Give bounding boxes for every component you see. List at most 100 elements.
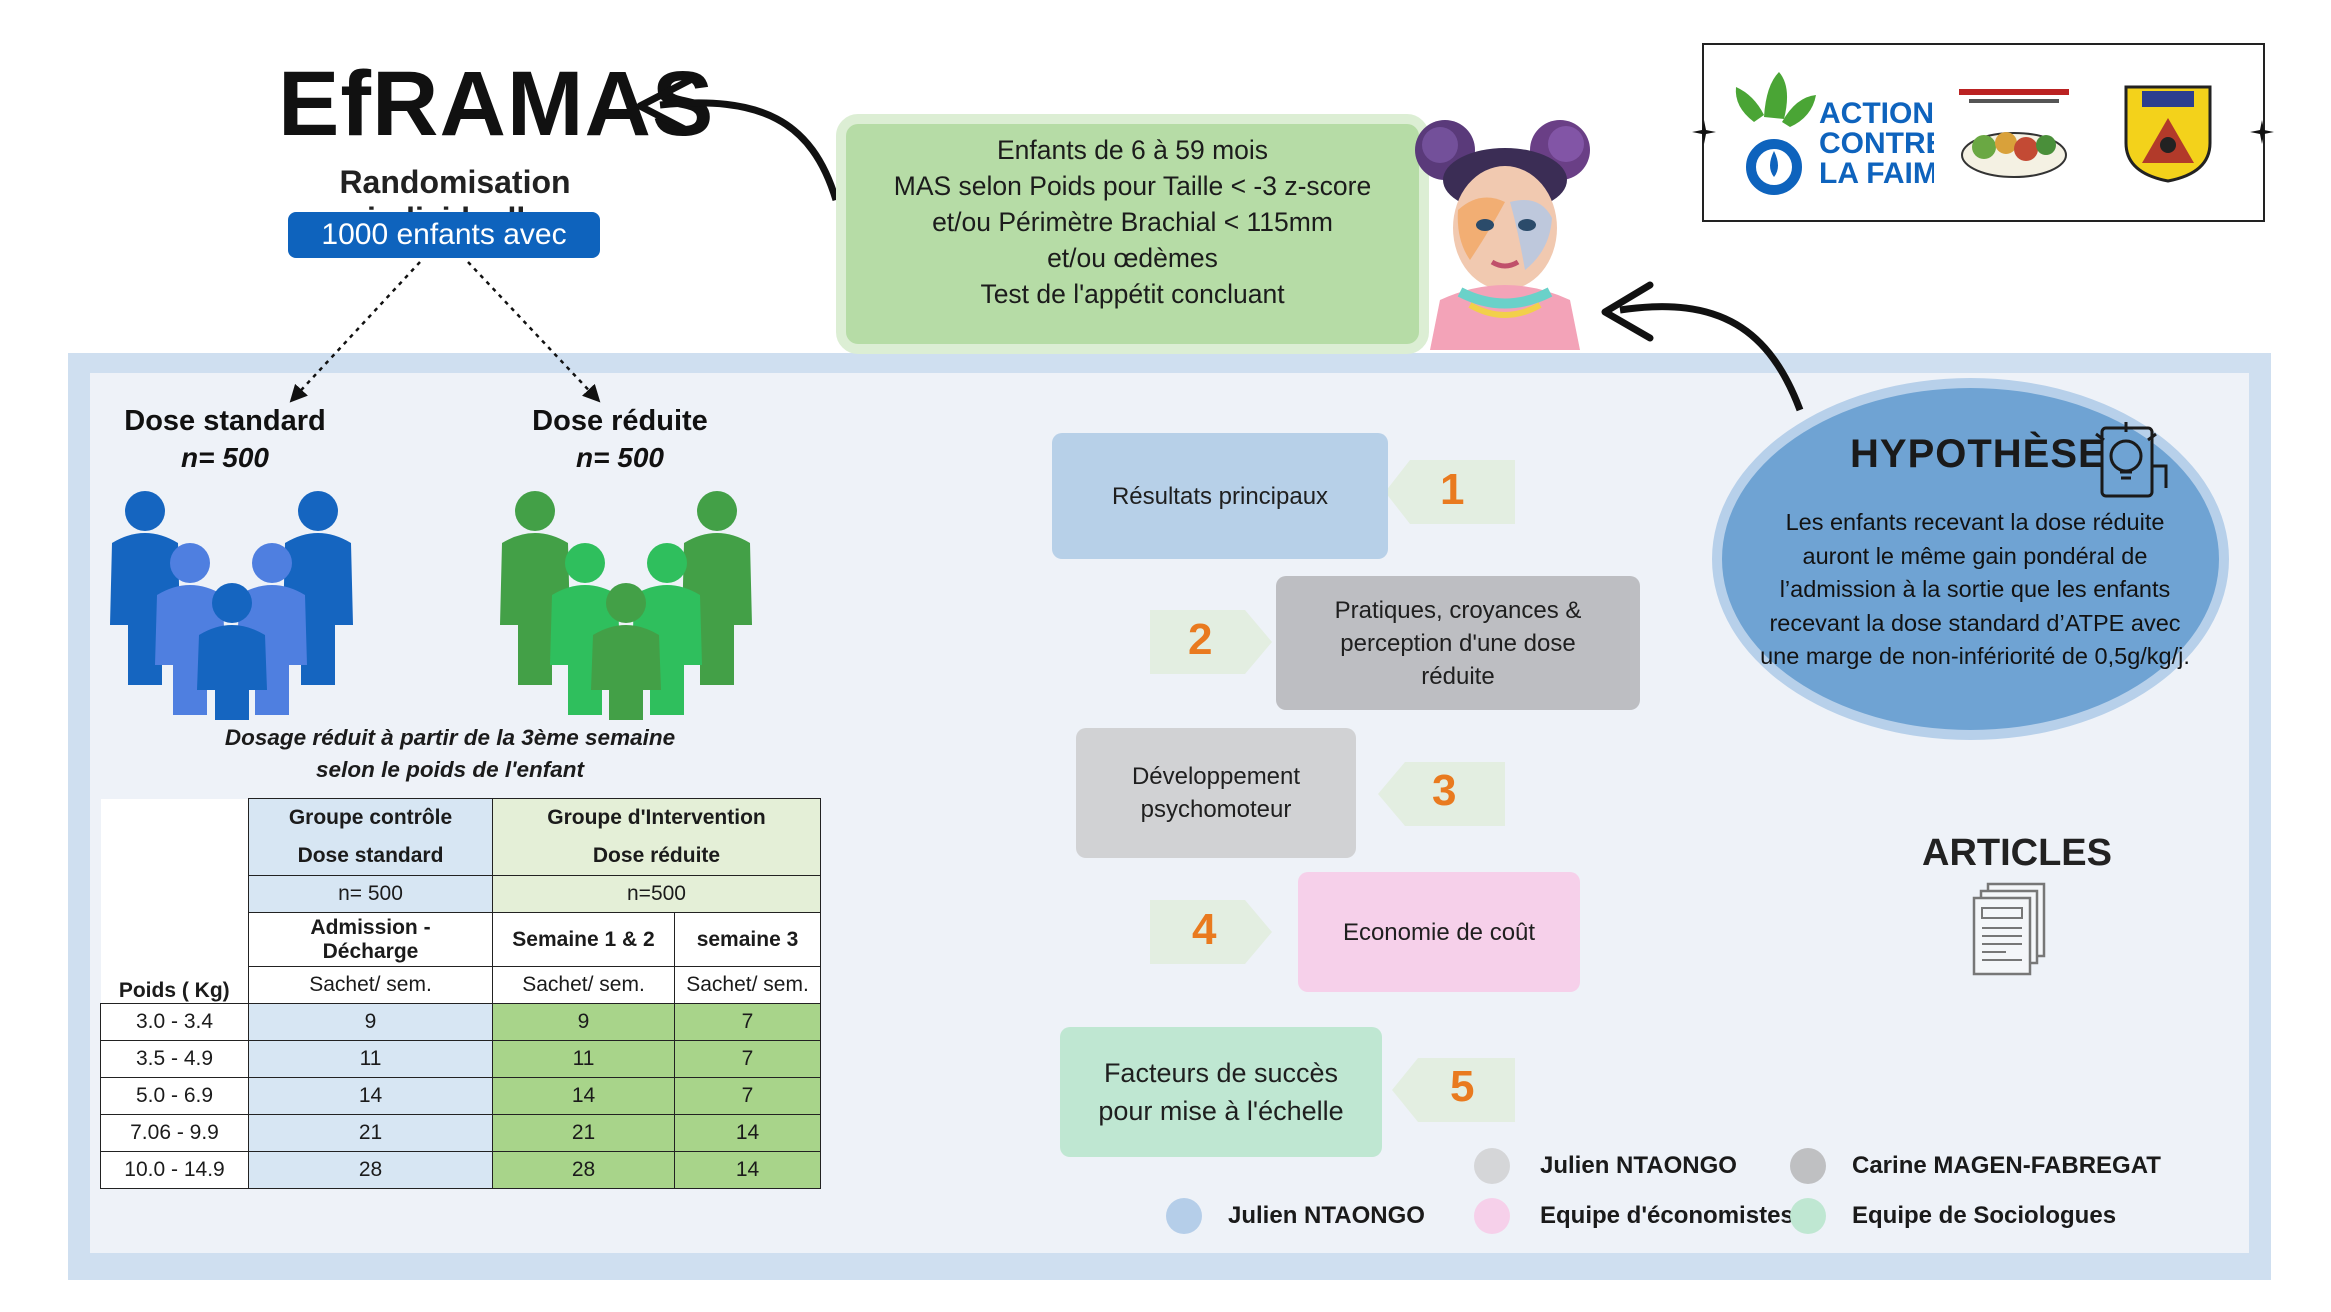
criteria-line: Enfants de 6 à 59 mois [996, 135, 1269, 165]
weight-cell: 3.5 - 4.9 [100, 1040, 249, 1078]
result-label-4: Economie de coût [1342, 918, 1536, 946]
week12-cell: 14 [492, 1077, 675, 1115]
esp-logo [2124, 85, 2212, 183]
result-number-5: 5 [1450, 1062, 1475, 1111]
criteria-line: Test de l'appétit concluant [980, 279, 1285, 309]
dosage-note-line: Dosage réduit à partir de la 3ème semain… [224, 725, 676, 750]
discharge-label: Décharge [322, 939, 419, 963]
sparkle-icon [1692, 120, 1716, 144]
reduced-group-people-icon [500, 491, 752, 720]
participants-badge: 1000 enfants avec MAS [288, 212, 600, 297]
admission-discharge-header: Admission - Décharge [248, 912, 493, 967]
arrow-criteria-to-title [659, 99, 840, 202]
admission-label: Admission - [310, 915, 431, 939]
legend-dot-pink [1474, 1198, 1510, 1234]
standard-group-title: Dose standard [124, 405, 326, 437]
table-row: 10.0 - 14.9 28 28 14 [100, 1151, 821, 1189]
week3-cell: 14 [674, 1114, 821, 1152]
table-row: 7.06 - 9.9 21 21 14 [100, 1114, 821, 1152]
criteria-line: et/ou œdèmes [1047, 243, 1218, 273]
week3-cell: 7 [674, 1077, 821, 1115]
week3-cell: 14 [674, 1151, 821, 1189]
legend-label: Carine MAGEN-FABREGAT [1852, 1152, 2161, 1179]
unit-cell: Sachet/ sem. [492, 966, 675, 1004]
result-box-2: Pratiques, croyances & perception d'une … [1276, 576, 1640, 710]
week12-cell: 21 [492, 1114, 675, 1152]
legend-dot-green [1790, 1198, 1826, 1234]
chevron-1 [1385, 460, 1515, 524]
documents-icon [1972, 882, 2046, 976]
inclusion-criteria-box: Enfants de 6 à 59 mois MAS selon Poids p… [836, 114, 1429, 354]
legend-dot-grey-light [1474, 1148, 1510, 1184]
standard-group-people-icon [110, 491, 353, 720]
chevron-5 [1392, 1058, 1515, 1122]
legend-label: Julien NTAONGO [1228, 1202, 1425, 1229]
criteria-line: et/ou Périmètre Brachial < 115mm [932, 207, 1333, 237]
legend-label: Equipe de Sociologues [1852, 1202, 2117, 1229]
week3-cell: 7 [674, 1040, 821, 1078]
criteria-line: MAS selon Poids pour Taille < -3 z-score [893, 171, 1372, 201]
intervention-group-label: Groupe d'Intervention [547, 806, 766, 829]
legend-dot-blue [1166, 1198, 1202, 1234]
control-n-cell: n= 500 [248, 875, 493, 913]
arrow-criteria-to-title-head [636, 76, 694, 136]
legend-label: Julien NTAONGO [1540, 1152, 1737, 1179]
result-number-2: 2 [1188, 615, 1213, 664]
chevron-3 [1378, 762, 1505, 826]
control-group-dose: Dose standard [297, 844, 444, 867]
result-box-3: Développement psychomoteur [1076, 728, 1356, 858]
control-group-label: Groupe contrôle [288, 806, 453, 829]
result-label-2: Pratiques, croyances & perception d'une … [1334, 596, 1582, 690]
dosing-table: Groupe contrôle Dose standard Groupe d'I… [100, 798, 821, 1189]
hypothesis-title: HYPOTHÈSE [1850, 432, 2106, 476]
reduced-group-count: n= 500 [576, 442, 664, 473]
weight-cell: 5.0 - 6.9 [100, 1077, 249, 1115]
week12-cell: 28 [492, 1151, 675, 1189]
chevron-2 [1150, 610, 1272, 674]
week12-header: Semaine 1 & 2 [492, 912, 675, 967]
acf-text-line-2: CONTRE [1819, 127, 1934, 160]
result-box-4: Economie de coût [1298, 872, 1580, 992]
weight-cell: 10.0 - 14.9 [100, 1151, 249, 1189]
arrow-hypothesis-to-child-head [1601, 281, 1654, 342]
week12-cell: 9 [492, 1003, 675, 1041]
table-row: 3.0 - 3.4 9 9 7 [100, 1003, 821, 1041]
action-contre-la-faim-logo: ACTION CONTRE LA FAIM [1735, 72, 1934, 195]
child-illustration [1415, 120, 1590, 350]
result-number-3: 3 [1432, 766, 1457, 815]
sparkle-icon [2250, 120, 2274, 144]
split-arrow-standard [289, 261, 421, 403]
control-cell: 14 [248, 1077, 493, 1115]
table-corner [100, 798, 249, 967]
control-cell: 9 [248, 1003, 493, 1041]
result-label-5: Facteurs de succès pour mise à l'échelle [1098, 1058, 1344, 1126]
week3-cell: 7 [674, 1003, 821, 1041]
partner-logos: ACTION CONTRE LA FAIM [1692, 43, 2274, 222]
intervention-group-header: Groupe d'Intervention Dose réduite [492, 798, 821, 876]
lightbulb-document-icon [2095, 422, 2168, 498]
articles-title: ARTICLES [1922, 832, 2112, 874]
result-number-1: 1 [1440, 465, 1465, 514]
hypothesis-ellipse [1712, 378, 2229, 740]
control-group-header: Groupe contrôle Dose standard [248, 798, 493, 876]
pronanut-logo [1959, 89, 2069, 178]
hypothesis-text: Les enfants recevant la dose réduite aur… [1760, 509, 2190, 669]
week3-header: semaine 3 [674, 912, 821, 967]
reduced-group-title: Dose réduite [532, 405, 708, 437]
control-cell: 11 [248, 1040, 493, 1078]
dosage-note: Dosage réduit à partir de la 3ème semain… [190, 722, 710, 786]
intervention-group-dose: Dose réduite [592, 844, 721, 867]
result-box-5: Facteurs de succès pour mise à l'échelle [1060, 1027, 1382, 1157]
legend-label: Equipe d'économistes [1540, 1202, 1794, 1229]
result-number-4: 4 [1192, 905, 1217, 954]
dosage-note-line: selon le poids de l'enfant [316, 757, 584, 782]
unit-cell: Sachet/ sem. [674, 966, 821, 1004]
acf-text-line-3: LA FAIM [1819, 157, 1934, 190]
standard-group-count: n= 500 [181, 442, 269, 473]
control-cell: 21 [248, 1114, 493, 1152]
result-label-3: Développement psychomoteur [1131, 763, 1301, 823]
chevron-4 [1150, 900, 1272, 964]
legend-dot-grey-dark [1790, 1148, 1826, 1184]
weight-cell: 7.06 - 9.9 [100, 1114, 249, 1152]
